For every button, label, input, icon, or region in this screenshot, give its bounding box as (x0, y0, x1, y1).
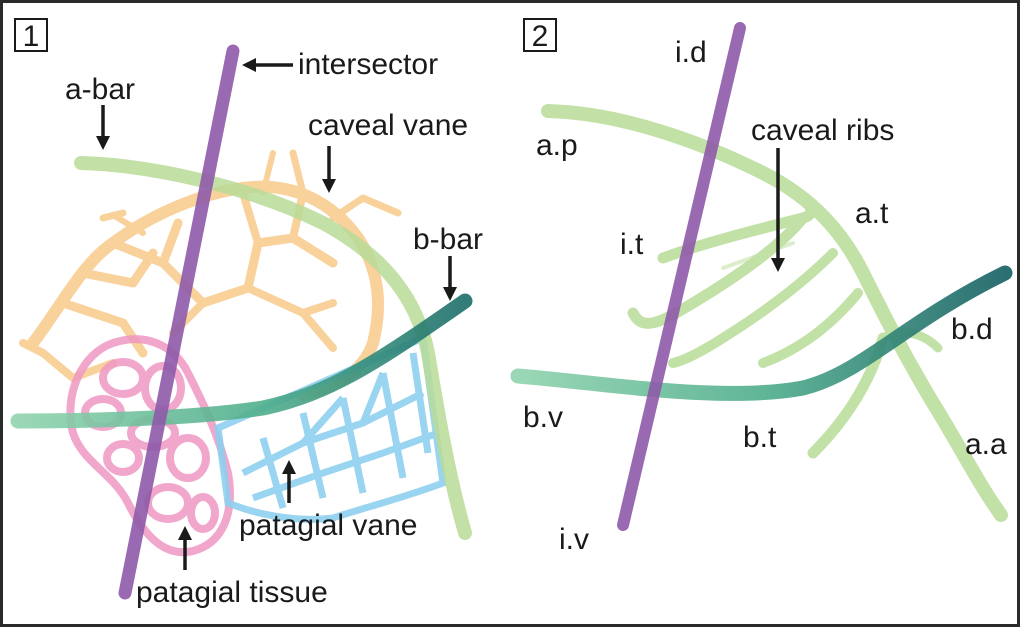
patagial-vane-shape (214, 332, 447, 523)
caveal-vane-shape (19, 149, 402, 401)
label-a-bar: a-bar (65, 73, 136, 106)
panel-1-number: 1 (14, 18, 48, 53)
label-patagial-tissue: patagial tissue (136, 576, 328, 609)
panel-2-drawing (510, 22, 1013, 531)
label-i-v: i.v (559, 523, 589, 556)
panel-1-drawing (10, 44, 473, 600)
label-i-t: i.t (620, 228, 644, 261)
panel-2-number: 2 (523, 18, 557, 53)
label-b-t: b.t (743, 421, 777, 454)
label-a-a: a.a (965, 428, 1007, 461)
label-intersector: intersector (298, 48, 439, 81)
label-b-bar: b-bar (413, 223, 484, 256)
label-i-d: i.d (675, 36, 707, 69)
label-patagial-vane: patagial vane (239, 509, 418, 542)
a-bar-shape (74, 156, 472, 540)
label-b-v: b.v (523, 401, 564, 434)
intersector-shape (118, 44, 240, 600)
label-a-p: a.p (536, 129, 578, 162)
a-structure-shape (541, 104, 1008, 522)
b-bar-shape (10, 293, 473, 429)
panel-1-arrows (96, 58, 457, 570)
label-b-d: b.d (951, 313, 993, 346)
b-bar-2-shape (510, 265, 1013, 401)
label-caveal-ribs: caveal ribs (751, 114, 895, 147)
label-caveal-vane: caveal vane (308, 109, 469, 142)
intersector-2-shape (617, 22, 746, 531)
diagram-canvas (10, 22, 1013, 600)
label-a-t: a.t (855, 197, 889, 230)
